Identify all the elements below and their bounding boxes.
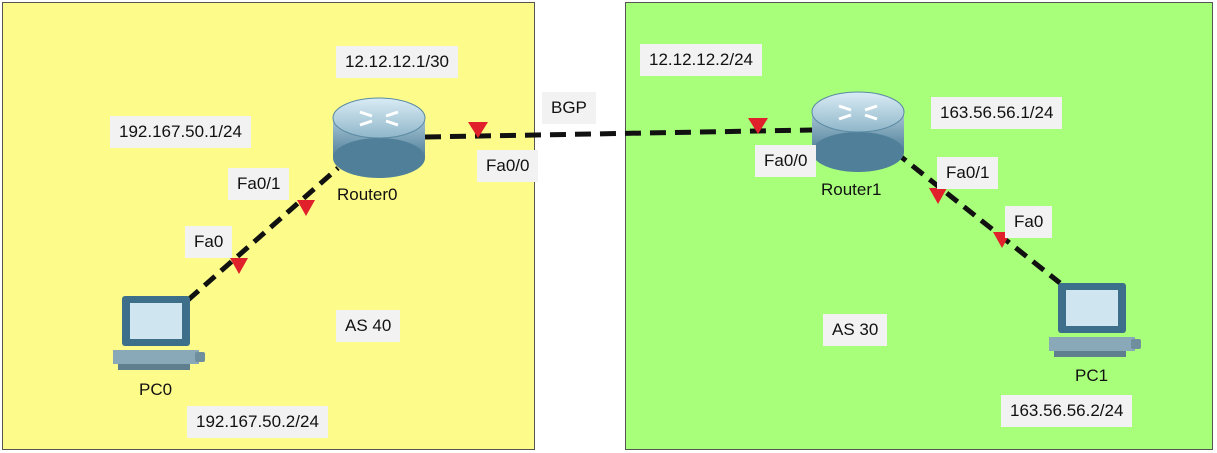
router1-fa01-label: Fa0/1 [937, 157, 999, 189]
port-marker-router0-fa01 [297, 200, 315, 216]
pc0-name: PC0 [139, 380, 173, 399]
port-marker-router0-fa00 [468, 122, 488, 138]
pc0-ip-label: 192.167.50.2/24 [187, 406, 328, 438]
pc1-icon[interactable] [1049, 283, 1141, 357]
port-marker-router1-fa00 [748, 118, 768, 134]
link-router1-pc1 [893, 150, 1062, 285]
bgp-label: BGP [542, 92, 596, 124]
port-marker-pc0-fa0 [230, 258, 248, 274]
router0-lan-ip-label: 192.167.50.1/24 [110, 116, 251, 148]
router1-lan-ip-label: 163.56.56.1/24 [931, 97, 1063, 129]
pc1-ip-label: 163.56.56.2/24 [1001, 395, 1133, 427]
router0-icon[interactable] [332, 97, 426, 178]
as30-label: AS 30 [823, 314, 888, 346]
pc0-icon[interactable] [113, 296, 205, 370]
router1-name: Router1 [821, 180, 882, 199]
pc1-fa0-label: Fa0 [1005, 206, 1053, 238]
router0-fa01-label: Fa0/1 [228, 168, 290, 200]
router1-icon[interactable] [811, 91, 905, 172]
router0-fa00-label: Fa0/0 [477, 150, 539, 182]
as30-zone [625, 2, 1213, 450]
router0-ip-label: 12.12.12.1/30 [336, 46, 458, 78]
pc1-name: PC1 [1075, 366, 1109, 385]
as40-label: AS 40 [336, 310, 401, 342]
pc0-fa0-label: Fa0 [185, 226, 233, 258]
router1-fa00-label: Fa0/0 [755, 145, 817, 177]
link-pc0-router0 [186, 166, 340, 302]
link-router0-router1-bgp [424, 127, 813, 140]
router1-ip-label: 12.12.12.2/24 [640, 44, 762, 76]
port-marker-router1-fa01 [929, 188, 947, 204]
router0-name: Router0 [337, 185, 398, 204]
